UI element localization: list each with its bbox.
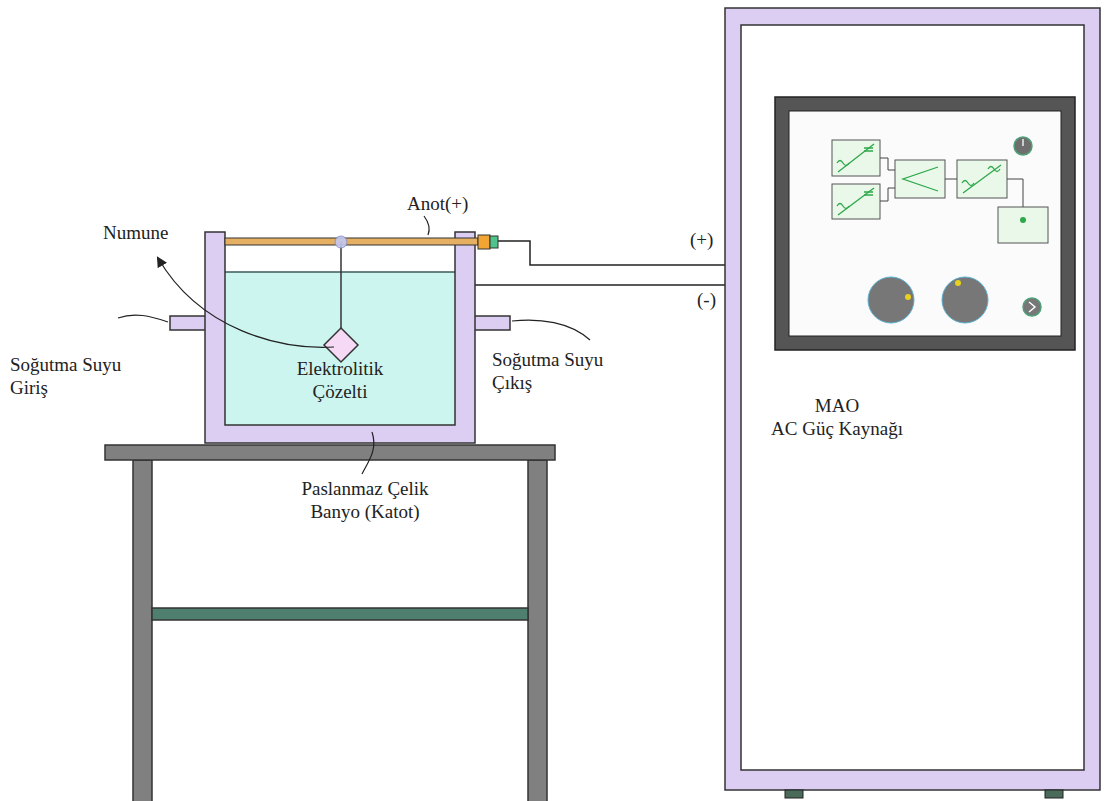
indicator [1020,217,1026,223]
circuit-symbols [837,144,1001,215]
sample-diamond [324,328,358,362]
cabinet-front [741,25,1084,770]
node-text: MAO [737,395,937,418]
table [105,445,555,801]
part-label: Soğutma Suyu Çıkış [492,349,627,395]
sample-wire [340,242,342,329]
rod-terminal [490,236,498,248]
part-label: Soğutma Suyu Giriş [10,354,145,400]
power-cable [475,284,725,286]
dial [868,277,914,323]
polarity-label: (+) [688,230,715,251]
electrolyte [225,272,455,425]
anode-rod [225,238,478,245]
control-panel [775,97,1075,350]
power-supply: MAOAC Güç Kaynağı [725,8,1100,790]
steel-bath [205,232,475,443]
cabinet-foot [785,790,803,798]
hanger [335,236,347,248]
part-label: Paslanmaz Çelik Banyo (Katot) [290,478,440,524]
circuit-wires [880,158,1023,207]
electrolyte-surface [225,271,455,273]
part-label: Anot(+) [407,193,497,216]
polarity-label: (-) [695,290,718,311]
small-knob-mark [1022,139,1024,146]
button-arrow [1029,302,1035,312]
cabinet-foot [1045,790,1063,798]
rod-cap [478,235,490,249]
node-text: AC Güç Kaynağı [737,418,937,441]
node-text: Elektrolitik Çözelti [285,358,395,404]
circuit-blocks [832,140,1048,243]
cabinet [725,8,1100,790]
button [1023,298,1041,316]
dial [942,277,988,323]
part-label: Numune [103,222,193,245]
panel-screen [789,111,1061,336]
small-knob [1014,137,1032,155]
dial-mark [905,294,911,300]
electrolytic-bath: Elektrolitik Çözelti [205,232,475,443]
leader-lines [118,216,590,474]
dial-mark [955,280,961,286]
